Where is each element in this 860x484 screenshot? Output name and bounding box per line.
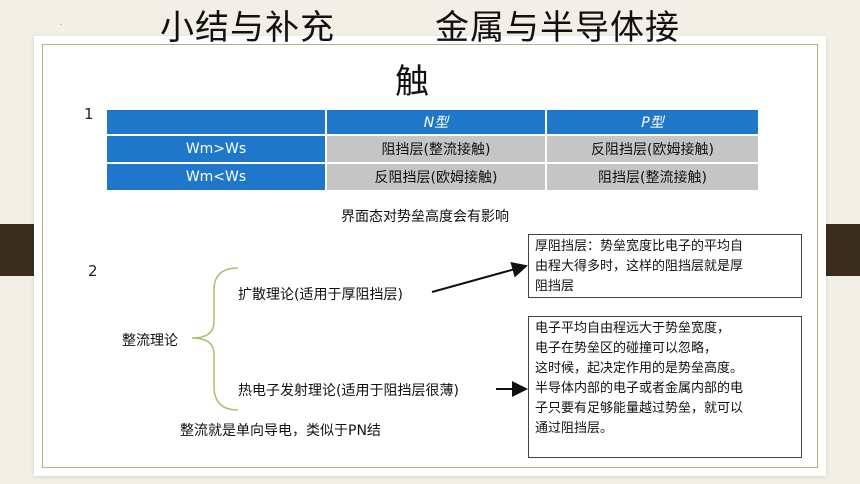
theory-branch-thermionic: 热电子发射理论(适用于阻挡层很薄) — [238, 383, 459, 399]
page-title: 小结与补充 金属与半导体接 — [160, 6, 760, 50]
box1-line: 由程大得多时，这样的阻挡层就是厚 — [535, 259, 744, 274]
box2-line: 子只要有足够能量越过势垒，就可以 — [535, 401, 744, 416]
header-n-type: N型 — [325, 108, 547, 136]
interface-state-note: 界面态对势垒高度会有影响 — [341, 209, 509, 225]
dot-mark: · — [60, 22, 62, 29]
box2-line: 半导体内部的电子或者金属内部的电 — [535, 381, 744, 396]
cell-n-type: 反阻挡层(欧姆接触) — [325, 162, 547, 192]
rectification-note: 整流就是单向导电，类似于PN结 — [180, 423, 381, 439]
theory-root-label: 整流理论 — [122, 333, 178, 349]
box2-line: 电子在势垒区的碰撞可以忽略， — [535, 341, 718, 356]
title-part2: 金属与半导体接 — [435, 8, 680, 48]
cell-p-type: 阻挡层(整流接触) — [545, 162, 760, 192]
section-number-2: 2 — [88, 262, 98, 280]
box1-line: 阻挡层 — [535, 279, 575, 294]
thick-barrier-box: 厚阻挡层：势垒宽度比电子的平均自 由程大得多时，这样的阻挡层就是厚 阻挡层 — [528, 234, 802, 298]
theory-branch-diffusion: 扩散理论(适用于厚阻挡层) — [238, 287, 403, 303]
title-part1: 小结与补充 — [160, 8, 335, 48]
cell-n-type: 阻挡层(整流接触) — [325, 134, 547, 164]
title-part3: 触 — [395, 62, 429, 102]
table-header-row: N型 P型 — [105, 108, 760, 136]
arrow-to-box1 — [431, 262, 528, 293]
table-row: Wm>Ws 阻挡层(整流接触) 反阻挡层(欧姆接触) — [105, 134, 760, 164]
theory-brace — [191, 267, 239, 411]
table-row: Wm<Ws 反阻挡层(欧姆接触) 阻挡层(整流接触) — [105, 162, 760, 192]
table-corner-cell — [105, 108, 327, 136]
box1-line: 厚阻挡层：势垒宽度比电子的平均自 — [535, 239, 744, 254]
box2-line: 电子平均自由程远大于势垒宽度， — [535, 321, 731, 336]
header-p-type: P型 — [545, 108, 760, 136]
box2-line: 通过阻挡层。 — [535, 421, 614, 436]
section-number-1: 1 — [84, 105, 94, 123]
row-label-wm-gt-ws: Wm>Ws — [105, 134, 327, 164]
thin-barrier-box: 电子平均自由程远大于势垒宽度， 电子在势垒区的碰撞可以忽略， 这时候，起决定作用… — [528, 316, 802, 458]
box2-line: 这时候，起决定作用的是势垒高度。 — [535, 361, 744, 376]
cell-p-type: 反阻挡层(欧姆接触) — [545, 134, 760, 164]
contact-type-table: N型 P型 Wm>Ws 阻挡层(整流接触) 反阻挡层(欧姆接触) Wm<Ws 反… — [105, 108, 760, 192]
row-label-wm-lt-ws: Wm<Ws — [105, 162, 327, 192]
